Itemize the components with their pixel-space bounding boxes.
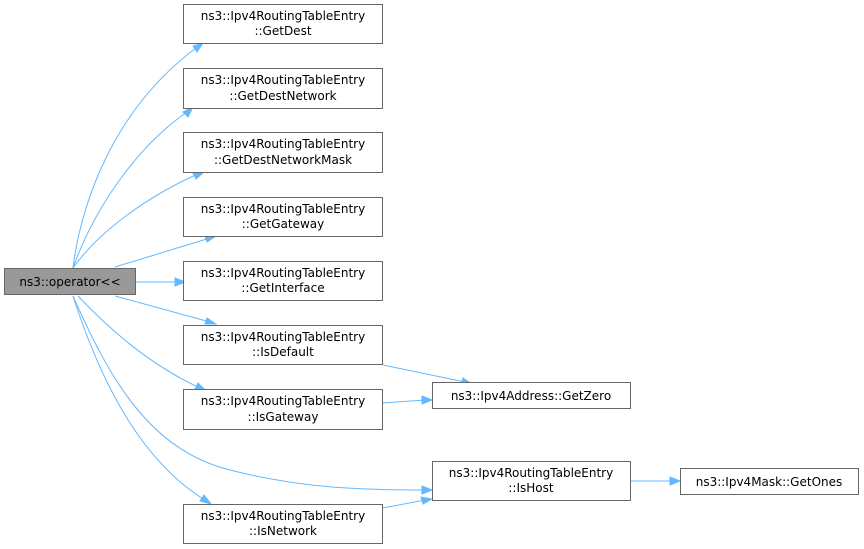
node-ishost-line-1: ns3::Ipv4RoutingTableEntry bbox=[449, 466, 613, 480]
node-root-label: ns3::operator<< bbox=[19, 275, 120, 289]
node-isdefault-line-1: ns3::Ipv4RoutingTableEntry bbox=[201, 330, 365, 344]
node-getzero-label: ns3::Ipv4Address::GetZero bbox=[451, 389, 611, 403]
edge-isnetwork-ishost bbox=[382, 496, 434, 509]
node-getgateway-line-1: ns3::Ipv4RoutingTableEntry bbox=[201, 202, 365, 216]
node-ishost[interactable]: ns3::Ipv4RoutingTableEntry ::IsHost bbox=[432, 461, 631, 501]
node-getdest-line-1: ns3::Ipv4RoutingTableEntry bbox=[201, 9, 365, 23]
node-isgateway-line-1: ns3::Ipv4RoutingTableEntry bbox=[201, 394, 365, 408]
node-getones[interactable]: ns3::Ipv4Mask::GetOnes bbox=[680, 468, 859, 495]
node-getdestnetworkmask[interactable]: ns3::Ipv4RoutingTableEntry ::GetDestNetw… bbox=[183, 132, 383, 173]
node-isnetwork-line-2: ::IsNetwork bbox=[249, 524, 317, 538]
node-getgateway-line-2: ::GetGateway bbox=[242, 217, 324, 231]
node-getzero[interactable]: ns3::Ipv4Address::GetZero bbox=[432, 382, 631, 409]
node-getinterface-line-2: ::GetInterface bbox=[241, 281, 324, 295]
edge-root-ishost bbox=[72, 295, 434, 495]
node-getdest[interactable]: ns3::Ipv4RoutingTableEntry ::GetDest bbox=[183, 4, 383, 44]
node-isgateway[interactable]: ns3::Ipv4RoutingTableEntry ::IsGateway bbox=[183, 389, 383, 430]
edge-isgateway-getzero bbox=[382, 395, 434, 405]
node-root[interactable]: ns3::operator<< bbox=[4, 268, 136, 295]
node-getdestnetwork-line-2: ::GetDestNetwork bbox=[229, 89, 336, 103]
node-isgateway-line-2: ::IsGateway bbox=[248, 410, 319, 424]
node-getdest-line-2: ::GetDest bbox=[254, 24, 311, 38]
node-isdefault-line-2: ::IsDefault bbox=[252, 345, 314, 359]
node-getdestnetworkmask-line-2: ::GetDestNetworkMask bbox=[214, 153, 352, 167]
node-isdefault[interactable]: ns3::Ipv4RoutingTableEntry ::IsDefault bbox=[183, 325, 383, 365]
edge-root-isdefault bbox=[114, 295, 218, 325]
edge-root-getdestnetwork bbox=[72, 105, 195, 269]
edge-root-getinterface bbox=[136, 277, 187, 287]
edge-root-isnetwork bbox=[72, 295, 213, 505]
node-getdestnetwork[interactable]: ns3::Ipv4RoutingTableEntry ::GetDestNetw… bbox=[183, 68, 383, 109]
node-isnetwork-line-1: ns3::Ipv4RoutingTableEntry bbox=[201, 509, 365, 523]
node-getdestnetwork-line-1: ns3::Ipv4RoutingTableEntry bbox=[201, 73, 365, 87]
node-getdestnetworkmask-line-1: ns3::Ipv4RoutingTableEntry bbox=[201, 137, 365, 151]
node-getones-label: ns3::Ipv4Mask::GetOnes bbox=[696, 475, 843, 489]
edge-ishost-getones bbox=[631, 476, 682, 486]
node-getgateway[interactable]: ns3::Ipv4RoutingTableEntry ::GetGateway bbox=[183, 197, 383, 237]
node-getinterface-line-1: ns3::Ipv4RoutingTableEntry bbox=[201, 266, 365, 280]
node-getinterface[interactable]: ns3::Ipv4RoutingTableEntry ::GetInterfac… bbox=[183, 261, 383, 301]
node-isnetwork[interactable]: ns3::Ipv4RoutingTableEntry ::IsNetwork bbox=[183, 504, 383, 544]
node-ishost-line-2: ::IsHost bbox=[508, 481, 553, 495]
edge-root-getdest bbox=[72, 42, 205, 269]
